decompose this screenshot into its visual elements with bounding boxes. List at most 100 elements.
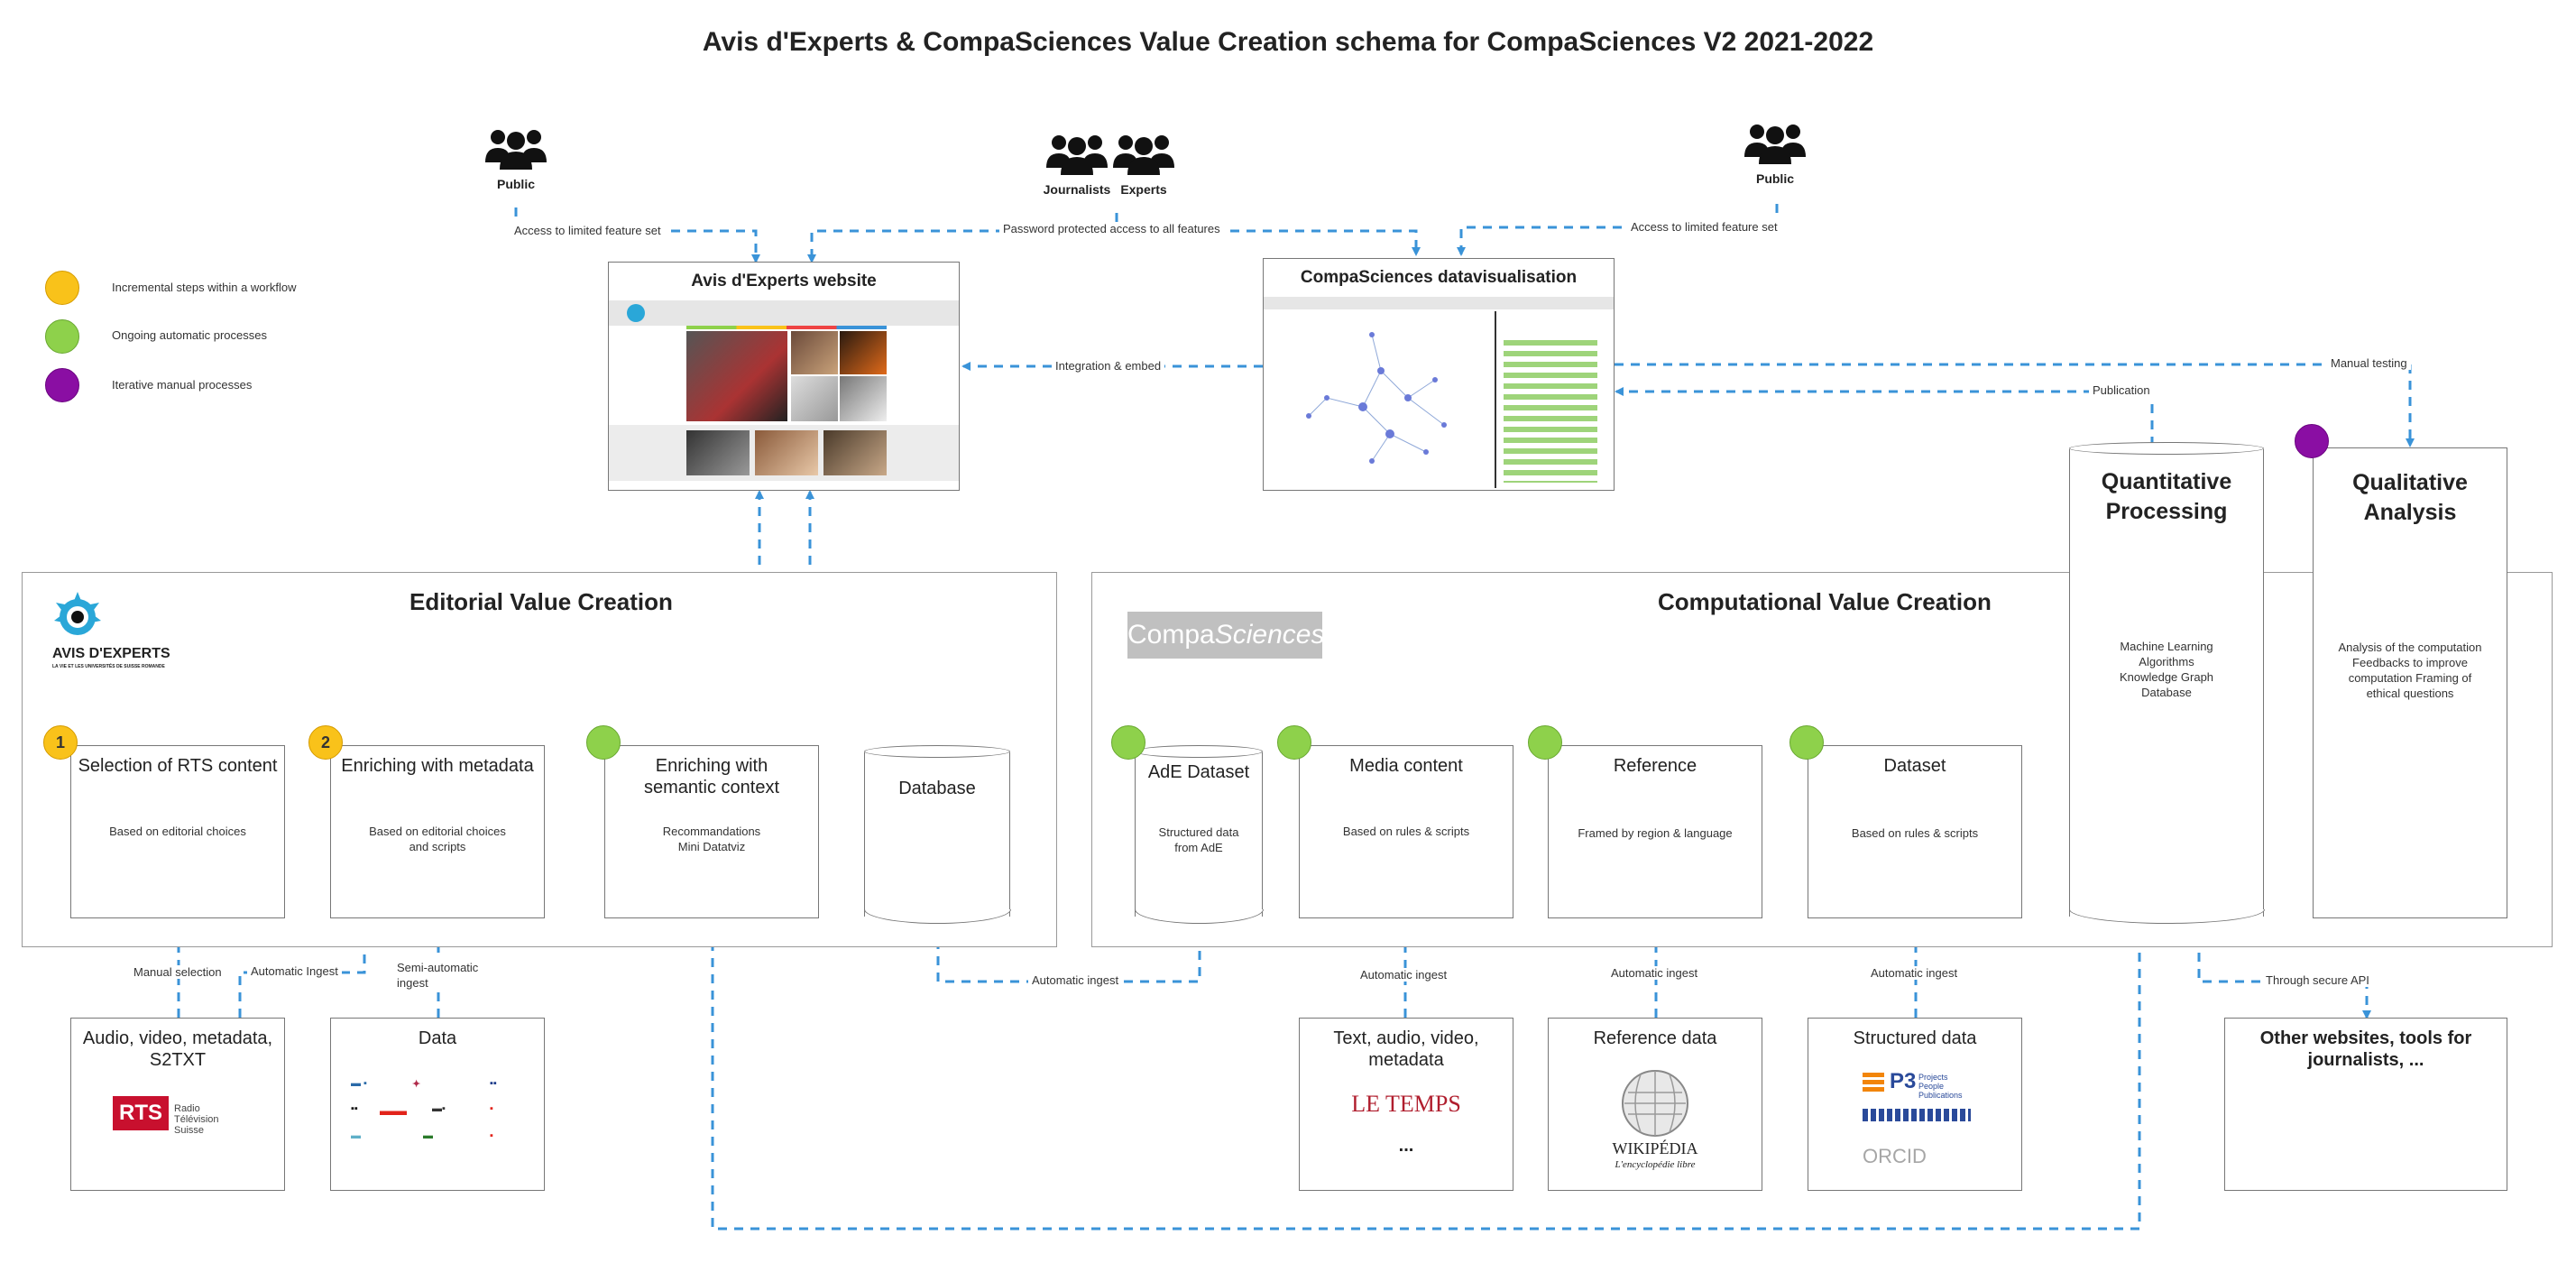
box-title: Media content [1349, 756, 1463, 776]
legend-swatch-yellow [45, 271, 79, 305]
box-desc: Structured data from AdE [1158, 825, 1239, 854]
box-ade-dataset[interactable]: AdE Dataset Structured data from AdE [1134, 745, 1264, 924]
ade-feature-image [686, 331, 787, 421]
rts-logo-subtitle: Radio Télévision Suisse [174, 1103, 219, 1136]
chuv-logo: ▬ [423, 1130, 433, 1141]
box-semantic-context[interactable]: Enriching with semantic context Recomman… [604, 745, 819, 918]
step-badge-1: 1 [43, 725, 78, 760]
rts-logo: RTS [113, 1096, 169, 1130]
cylinder-top [2069, 442, 2264, 455]
p3-logo-text: P3 [1890, 1069, 1917, 1093]
box-desc: Recommandations Mini Datatviz [662, 825, 761, 853]
source-title: Reference data [1593, 1028, 1717, 1048]
university-logo: ▪▪ [351, 1103, 358, 1114]
box-desc: Based on rules & scripts [1342, 825, 1470, 838]
people-icon [1113, 135, 1174, 175]
ade-expert-photo [823, 430, 887, 475]
arrow-quant-semantic [708, 918, 2141, 1231]
box-enriching-metadata[interactable]: Enriching with metadata Based on editori… [330, 745, 545, 918]
university-logo: ▪ [490, 1103, 493, 1114]
process-badge-manual [2295, 424, 2329, 458]
wikipedia-tagline: L'encyclopédie libre [1615, 1159, 1696, 1170]
box-desc: Based on editorial choices and scripts [369, 825, 506, 853]
p3-logo-bars [1863, 1073, 1884, 1094]
box-quantitative-processing[interactable]: Quantitative Processing Machine Learning… [2068, 442, 2265, 924]
label-automatic-ingest-db: Automatic ingest [1028, 973, 1123, 987]
box-title: Enriching with semantic context [643, 756, 780, 797]
university-logo: ▪▪ [490, 1078, 497, 1089]
compa-logo-part-a: Compa [1127, 620, 1215, 650]
ade-thumb-image [840, 331, 887, 374]
label-publication: Publication [2089, 383, 2154, 397]
source-reference-data[interactable]: Reference data WIKIPÉDIA L'encyclopédie … [1548, 1018, 1762, 1191]
ade-menu-bar [686, 326, 887, 329]
university-logo: ✦ [412, 1079, 421, 1090]
source-title: Text, audio, video, metadata [1333, 1028, 1479, 1070]
source-data[interactable]: Data ▬ ▪ ✦ ▪▪ ▪▪ ▬▬ ▬▪ ▪ ▬ ▬ ▪ [330, 1018, 545, 1191]
box-title: Enriching with metadata [341, 756, 534, 776]
arrow-public-left [514, 207, 760, 263]
ade-thumb-image [791, 331, 838, 374]
compasciences-logo: CompaSciences [1127, 612, 1325, 659]
source-structured-data[interactable]: Structured data P3 Projects People Publi… [1808, 1018, 2022, 1191]
ade-website-title: Avis d'Experts website [691, 272, 877, 290]
ade-expert-photo [686, 430, 750, 475]
source-title: Structured data [1853, 1028, 1977, 1048]
cylinder-top [864, 745, 1010, 758]
epfl-logo: ▬▬ [380, 1103, 407, 1119]
box-desc: Framed by region & language [1578, 826, 1733, 840]
ade-website-header-bar [609, 300, 959, 326]
source-audio-video[interactable]: Audio, video, metadata, S2TXT RTS Radio … [70, 1018, 285, 1191]
legend-label-automatic: Ongoing automatic processes [112, 328, 267, 342]
label-access-limited-left: Access to limited feature set [511, 224, 665, 237]
process-badge-automatic [1111, 725, 1145, 760]
box-title: Dataset [1883, 756, 1946, 776]
qualitative-desc: Analysis of the computation Feedbacks to… [2338, 641, 2482, 700]
people-label-journalists: Journalists [1043, 182, 1111, 197]
compa-divider [1495, 311, 1496, 488]
box-media-content[interactable]: Media content Based on rules & scripts [1299, 745, 1513, 918]
box-desc: Based on rules & scripts [1851, 826, 1979, 840]
process-badge-automatic [1789, 725, 1824, 760]
label-through-api: Through secure API [2262, 973, 2373, 987]
arrow-secure-api [2197, 920, 2371, 1019]
process-badge-automatic [586, 725, 621, 760]
source-title: Audio, video, metadata, S2TXT [82, 1028, 273, 1070]
quantitative-title: Quantitative Processing [2101, 469, 2232, 524]
legend-swatch-purple [45, 368, 79, 402]
people-label-experts: Experts [1120, 182, 1167, 197]
label-semi-automatic: Semi-automatic ingest [393, 960, 487, 991]
compa-logo-part-b: Sciences [1214, 620, 1325, 650]
university-logo: ▪ [490, 1130, 493, 1141]
source-text-media[interactable]: Text, audio, video, metadata LE TEMPS ..… [1299, 1018, 1513, 1191]
computational-panel-title: Computational Value Creation [1658, 588, 1992, 615]
orcid-logo: ORCID [1863, 1145, 1927, 1167]
quantitative-desc: Machine Learning Algorithms Knowledge Gr… [2119, 640, 2214, 699]
more-sources-ellipsis: ... [1398, 1136, 1414, 1156]
ade-thumb-image [791, 376, 838, 421]
ade-expert-photo [755, 430, 818, 475]
ade-website-card[interactable]: Avis d'Experts website [608, 262, 960, 491]
label-manual-testing: Manual testing [2327, 356, 2411, 370]
ade-eye-logo-icon [54, 592, 101, 635]
box-dataset[interactable]: Dataset Based on rules & scripts [1808, 745, 2022, 918]
people-label-public-right: Public [1755, 171, 1794, 186]
label-automatic-ingest-a: Automatic Ingest [247, 964, 342, 978]
process-badge-automatic [1277, 725, 1311, 760]
output-other-websites[interactable]: Other websites, tools for journalists, .… [2224, 1018, 2507, 1191]
wikipedia-globe-icon [1622, 1070, 1688, 1137]
ade-logo-icon [627, 304, 645, 322]
arrow-manual-testing [1615, 363, 2415, 447]
label-password-protected: Password protected access to all feature… [999, 222, 1224, 235]
box-database[interactable]: Database [863, 745, 1011, 924]
wikipedia-wordmark: WIKIPÉDIA [1612, 1139, 1698, 1157]
compa-website-card[interactable]: CompaSciences datavisualisation [1263, 258, 1615, 491]
box-qualitative-analysis[interactable]: Qualitative Analysis Analysis of the com… [2313, 447, 2507, 918]
ade-thumb-image [840, 376, 887, 421]
box-reference[interactable]: Reference Framed by region & language [1548, 745, 1762, 918]
box-title: AdE Dataset [1147, 762, 1250, 782]
people-label-public-left: Public [496, 177, 535, 191]
cylinder-top [1135, 745, 1263, 758]
legend-label-incremental: Incremental steps within a workflow [112, 281, 297, 294]
box-selection-rts[interactable]: Selection of RTS content Based on editor… [70, 745, 285, 918]
